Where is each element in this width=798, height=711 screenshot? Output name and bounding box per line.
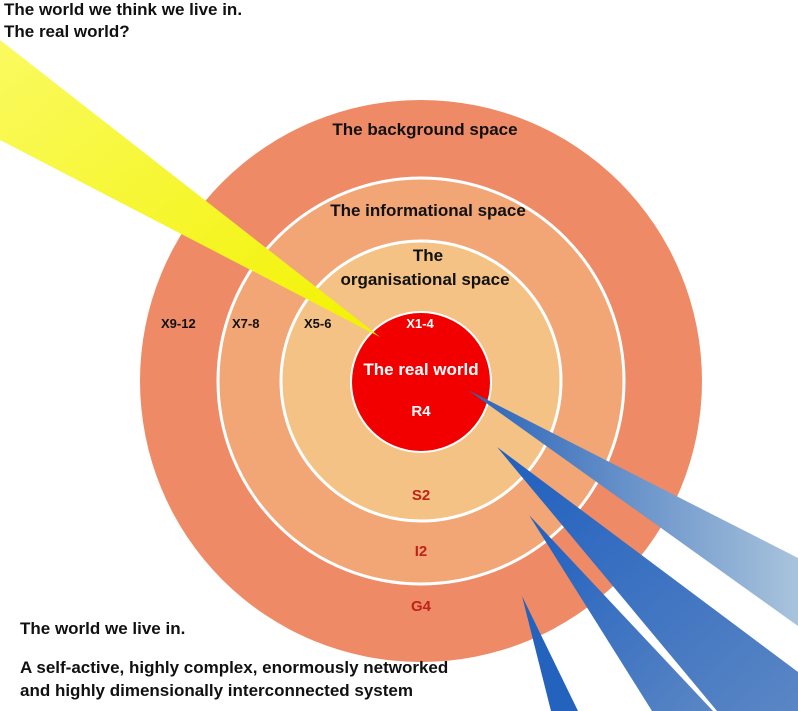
caption-bottom-line2: A self-active, highly complex, enormousl…: [20, 658, 449, 677]
label-s2: S2: [411, 487, 431, 504]
caption-top-line2: The real world?: [4, 22, 130, 41]
label-organisational-line2: organisational space: [340, 270, 510, 289]
label-background-space: The background space: [332, 120, 518, 139]
blue-beam-4: [522, 596, 578, 711]
caption-top-line1: The world we think we live in.: [4, 0, 243, 19]
label-r4: R4: [411, 403, 431, 420]
label-x1-4: X1-4: [406, 316, 434, 331]
label-organisational-line1: The: [412, 246, 444, 265]
label-informational-space: The informational space: [330, 201, 526, 220]
label-g4: G4: [410, 598, 432, 615]
caption-bottom-line3: and highly dimensionally interconnected …: [20, 681, 413, 700]
label-x9-12: X9-12: [161, 316, 196, 331]
blue-beam-1: [468, 390, 798, 626]
blue-beam-2: [497, 447, 798, 711]
label-real-world: The real world: [363, 360, 479, 379]
label-x7-8: X7-8: [232, 316, 260, 331]
yellow-beam: [0, 40, 380, 337]
blue-beam-3: [529, 515, 713, 711]
label-x5-6: X5-6: [304, 316, 332, 331]
label-i2: I2: [414, 543, 428, 560]
real-world-core: [350, 311, 492, 453]
caption-bottom-line1: The world we live in.: [20, 619, 186, 638]
